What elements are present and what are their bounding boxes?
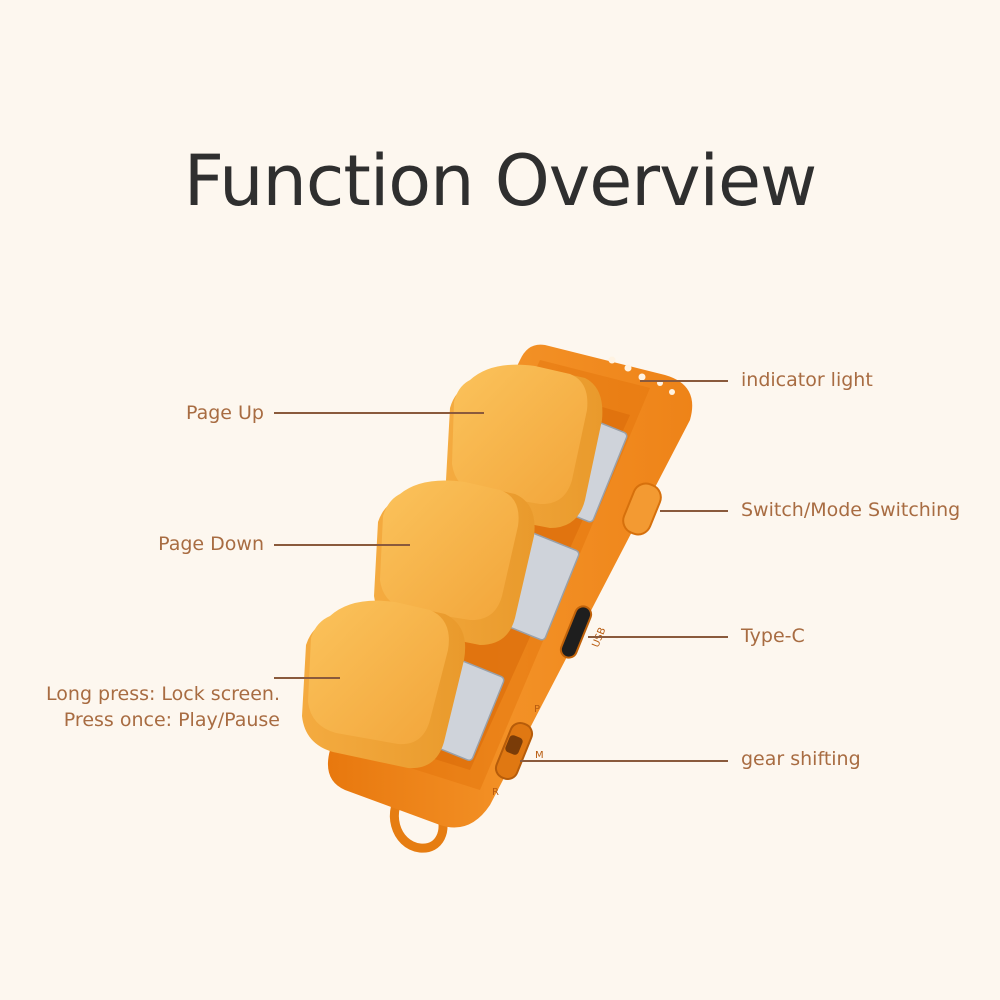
label-press-once: Press once: Play/Pause — [63, 709, 280, 731]
keycap-page-down — [374, 480, 535, 645]
label-page-up: Page Up — [185, 402, 264, 424]
label-gear-shifting: gear shifting — [741, 748, 861, 770]
label-indicator-light: indicator light — [741, 369, 873, 391]
page-title: Function Overview — [183, 140, 818, 222]
keycap-play-pause — [302, 600, 466, 769]
leader-line-play-pause — [274, 677, 340, 679]
label-long-press: Long press: Lock screen. — [46, 683, 280, 705]
label-switch-mode: Switch/Mode Switching — [741, 499, 961, 521]
leader-line-indicator — [640, 380, 728, 382]
mode-switch-button — [622, 482, 662, 536]
leader-line-page-up — [274, 412, 484, 414]
gear-mark-r: R — [492, 787, 499, 798]
leader-line-gear — [520, 760, 728, 762]
usb-c-port — [559, 605, 593, 659]
label-type-c: Type-C — [741, 625, 805, 647]
leader-line-switch — [660, 510, 728, 512]
label-page-down: Page Down — [158, 533, 264, 555]
leader-line-type-c — [588, 636, 728, 638]
gear-mark-m: M — [535, 750, 544, 761]
gear-mark-p: P — [534, 704, 540, 715]
leader-line-page-down — [274, 544, 410, 546]
